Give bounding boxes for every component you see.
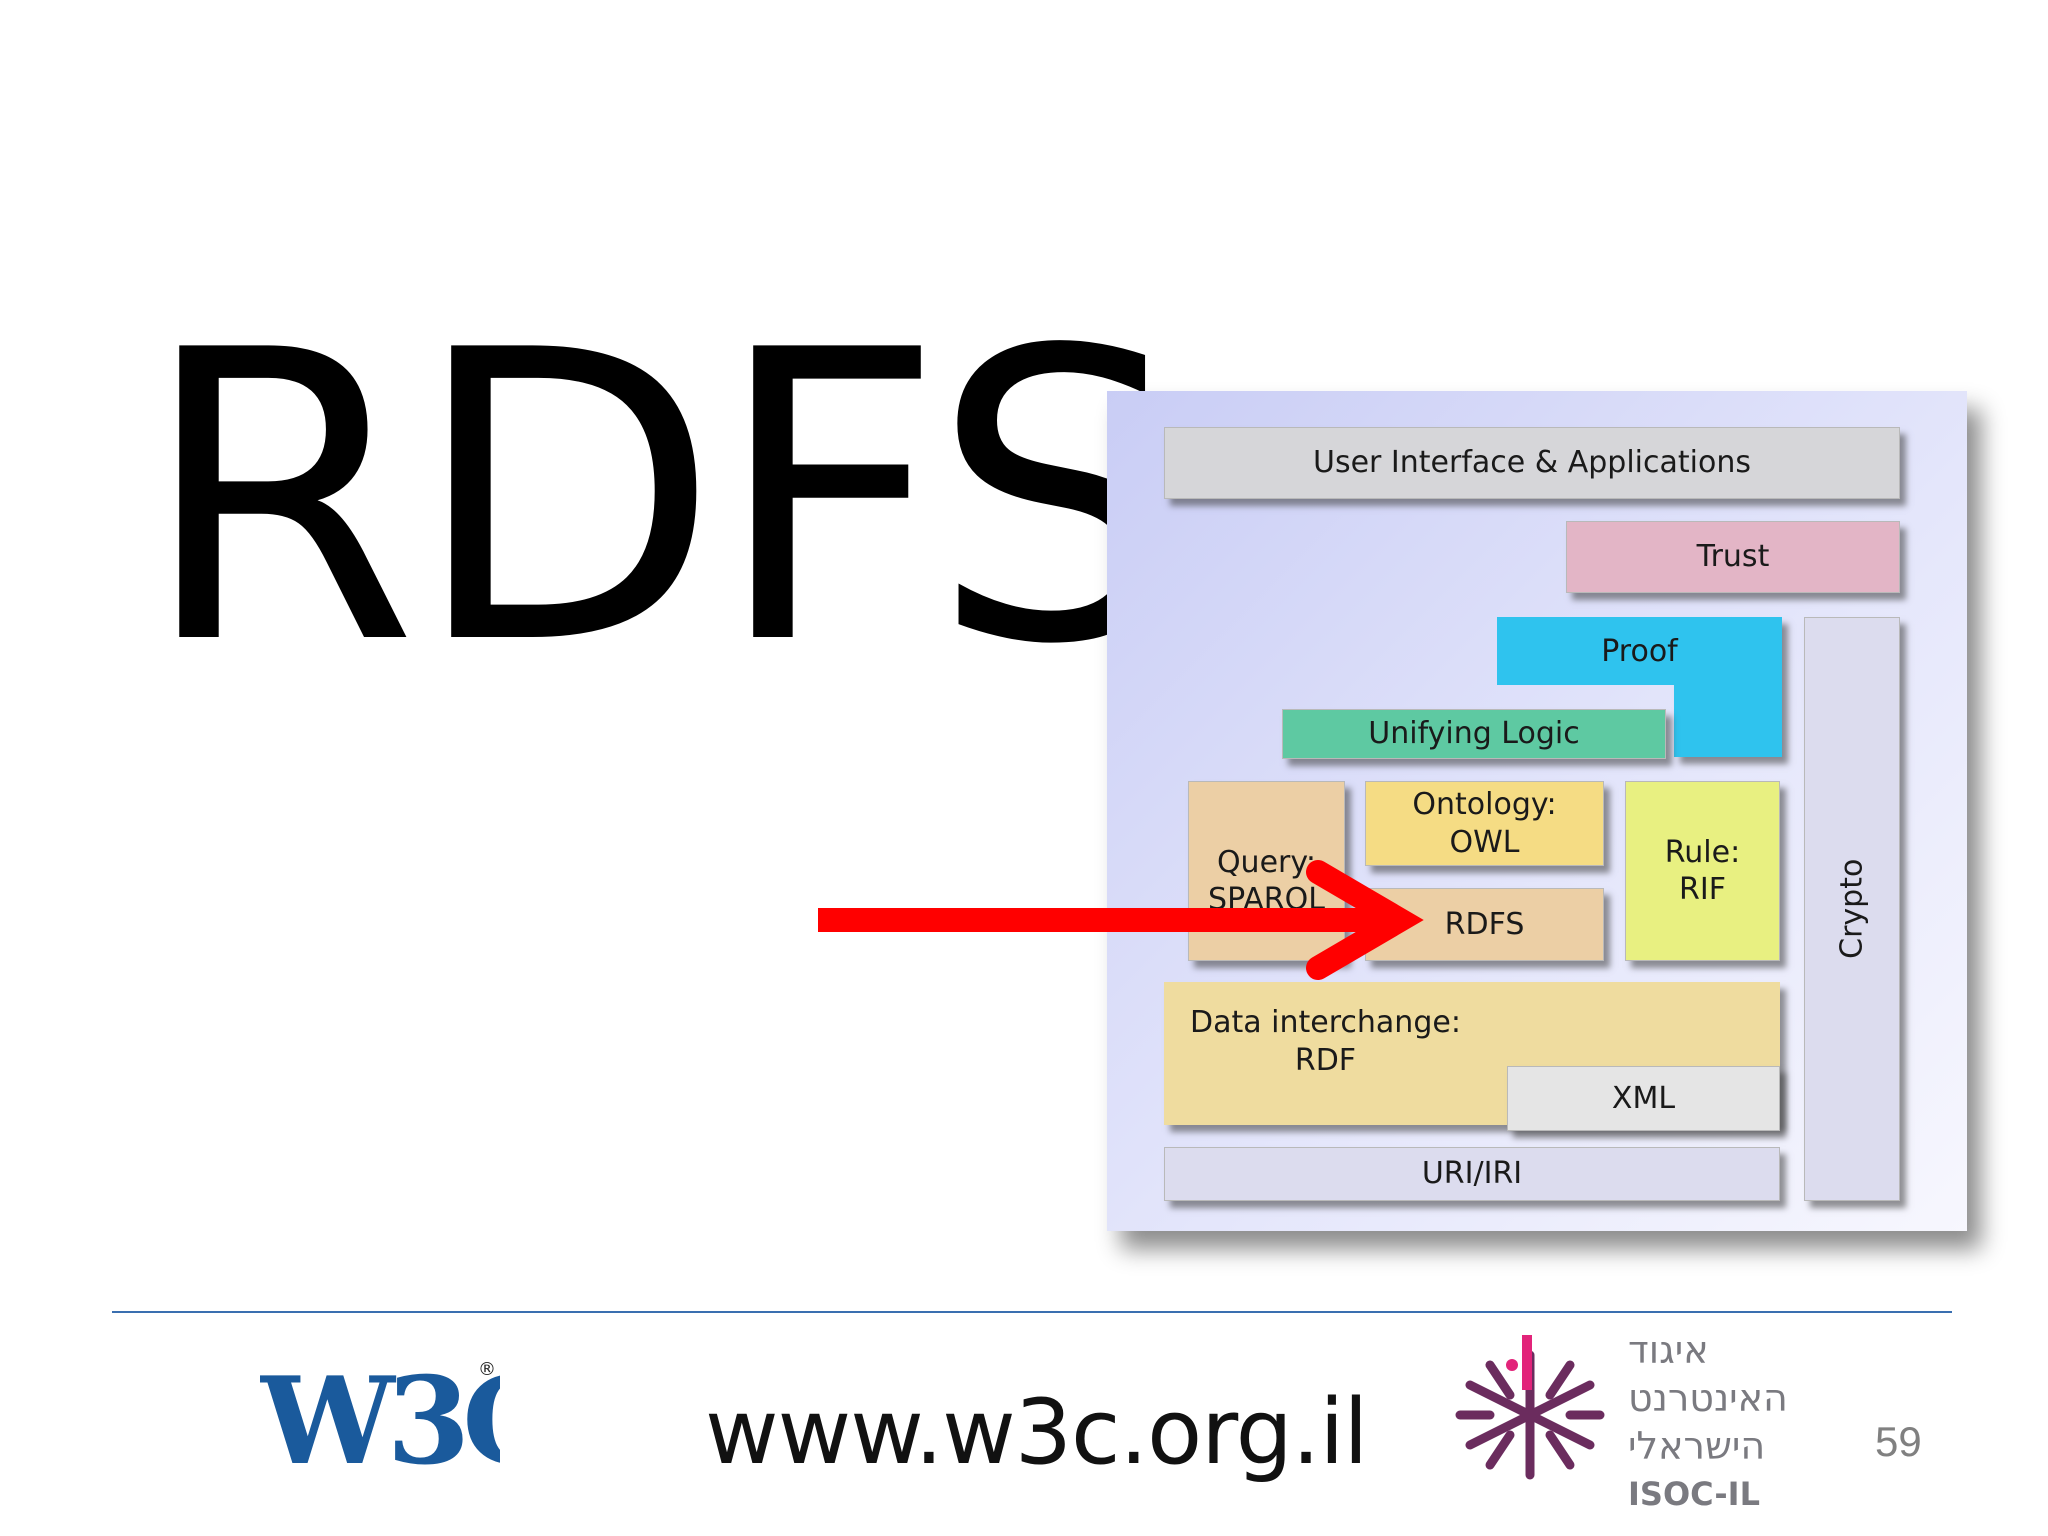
isoc-english-name: ISOC-IL [1628, 1475, 1760, 1513]
isoc-il-wordmark: איגוד האינטרנט הישראלי ISOC-IL [1628, 1326, 1828, 1518]
isoc-hebrew-line-2: האינטרנט [1628, 1376, 1788, 1420]
crypto-layer: Crypto [1804, 617, 1900, 1201]
isoc-hebrew-line-1: איגוד [1628, 1328, 1709, 1372]
page-number: 59 [1875, 1418, 1922, 1465]
ui-applications-layer: User Interface & Applications [1164, 427, 1900, 499]
svg-text:W3C: W3C [260, 1351, 500, 1475]
semantic-web-stack-diagram: User Interface & Applications Trust Proo… [1107, 391, 1967, 1231]
uri-iri-layer: URI/IRI [1164, 1147, 1780, 1201]
isoc-il-logo-icon [1440, 1325, 1620, 1509]
slide-title: RDFS [140, 267, 1185, 732]
proof-layer [1497, 617, 1782, 685]
website-url[interactable]: www.w3c.org.il [705, 1380, 1368, 1485]
svg-text:®: ® [478, 1359, 496, 1380]
isoc-hebrew-line-3: הישראלי [1628, 1424, 1766, 1468]
proof-label: Proof [1601, 633, 1678, 669]
ontology-owl-layer: Ontology: OWL [1365, 781, 1604, 866]
trust-layer: Trust [1566, 521, 1900, 593]
rule-rif-layer: Rule: RIF [1625, 781, 1780, 961]
footer-divider [112, 1311, 1952, 1313]
w3c-logo: W3C ® [258, 1345, 560, 1492]
xml-layer: XML [1507, 1066, 1780, 1131]
unifying-logic-layer: Unifying Logic [1282, 709, 1666, 759]
